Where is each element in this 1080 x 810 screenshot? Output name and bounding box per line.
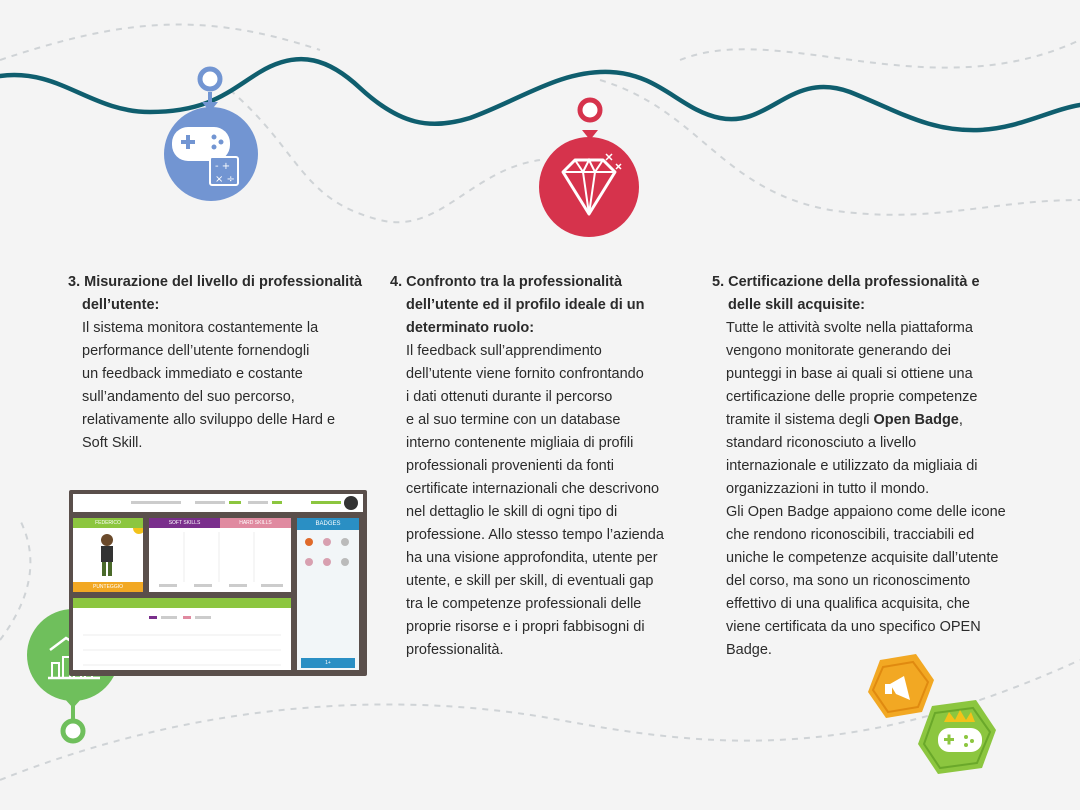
section-certification-title: 5. Certificazione della professionalità …: [712, 271, 1027, 317]
profile-name: FEDERICO: [73, 518, 143, 528]
badge-icon: [341, 558, 349, 566]
open-badge-highlight: Open Badge: [873, 412, 959, 428]
megaphone-badge-icon: [868, 654, 934, 718]
section-certification-body: Tutte le attività svolte nella piattafor…: [712, 317, 1027, 662]
score-label: PUNTEGGIO: [73, 582, 143, 592]
gamepad-crown-badge-icon: [918, 700, 996, 774]
section-measurement-body: Il sistema monitora costantemente la per…: [82, 320, 336, 451]
title-line: determinato ruolo:: [406, 320, 535, 336]
dashed-curve-top-right: [679, 39, 1080, 69]
screenshot-profile-panel: FEDERICO PUNTEGGIO: [73, 518, 143, 592]
section-comparison-title: 4. Confronto tra la professionalità dell…: [390, 271, 690, 340]
svg-text:× ÷: × ÷: [215, 174, 235, 185]
dashed-curve-top: [0, 23, 321, 61]
section-comparison: 4. Confronto tra la professionalità dell…: [390, 271, 690, 662]
diamond-icon: [539, 97, 639, 237]
badges-footer-button: 1+: [301, 658, 355, 668]
soft-skills-tab: SOFT SKILLS: [149, 518, 220, 528]
screenshot-skills-panel: SOFT SKILLS HARD SKILLS: [149, 518, 291, 592]
svg-text:- +: - +: [215, 161, 230, 172]
badges-title: BADGES: [297, 518, 359, 530]
section-measurement: 3. Misurazione del livello di profession…: [68, 271, 378, 455]
title-line: Certificazione della professionalità e: [728, 274, 980, 290]
score-panel-header: [73, 598, 291, 608]
section-comparison-body: Il feedback sull’apprendimento dell’uten…: [406, 343, 664, 658]
platform-screenshot: FEDERICO PUNTEGGIO SOFT SKILLS HARD SKIL…: [69, 490, 367, 676]
badge-icon: [323, 558, 331, 566]
section-measurement-title: 3. Misurazione del livello di profession…: [68, 271, 378, 317]
section-certification: 5. Certificazione della professionalità …: [712, 271, 1027, 662]
dashed-curve-bottom: [0, 659, 1080, 781]
title-line: Misurazione del livello di professionali…: [84, 274, 363, 290]
badge-icon: [305, 538, 313, 546]
badge-icon: [323, 538, 331, 546]
body-text: , standard riconosciuto a livello intern…: [726, 412, 1006, 658]
badge-icon: [305, 558, 313, 566]
screenshot-score-panel: [73, 598, 291, 670]
title-line: dell’utente:: [82, 297, 160, 313]
badge-icon: [341, 538, 349, 546]
gamepad-calculator-icon: - + × ÷: [164, 66, 258, 201]
screenshot-badges-panel: BADGES 1+: [297, 518, 359, 670]
title-line: delle skill acquisite:: [728, 297, 865, 313]
section-number: 5.: [712, 274, 725, 290]
section-number: 4.: [390, 274, 403, 290]
hard-skills-tab: HARD SKILLS: [220, 518, 291, 528]
dashed-curve-mid-right: [599, 79, 1080, 216]
title-line: dell’utente ed il profilo ideale di un: [406, 297, 645, 313]
section-number: 3.: [68, 274, 81, 290]
dashed-curve-left: [0, 519, 32, 641]
screenshot-topbar: [73, 494, 363, 512]
dashed-curve-mid: [229, 89, 541, 224]
title-line: Confronto tra la professionalità: [406, 274, 623, 290]
body-text: Tutte le attività svolte nella piattafor…: [726, 320, 978, 428]
wave-line: [0, 56, 1080, 133]
